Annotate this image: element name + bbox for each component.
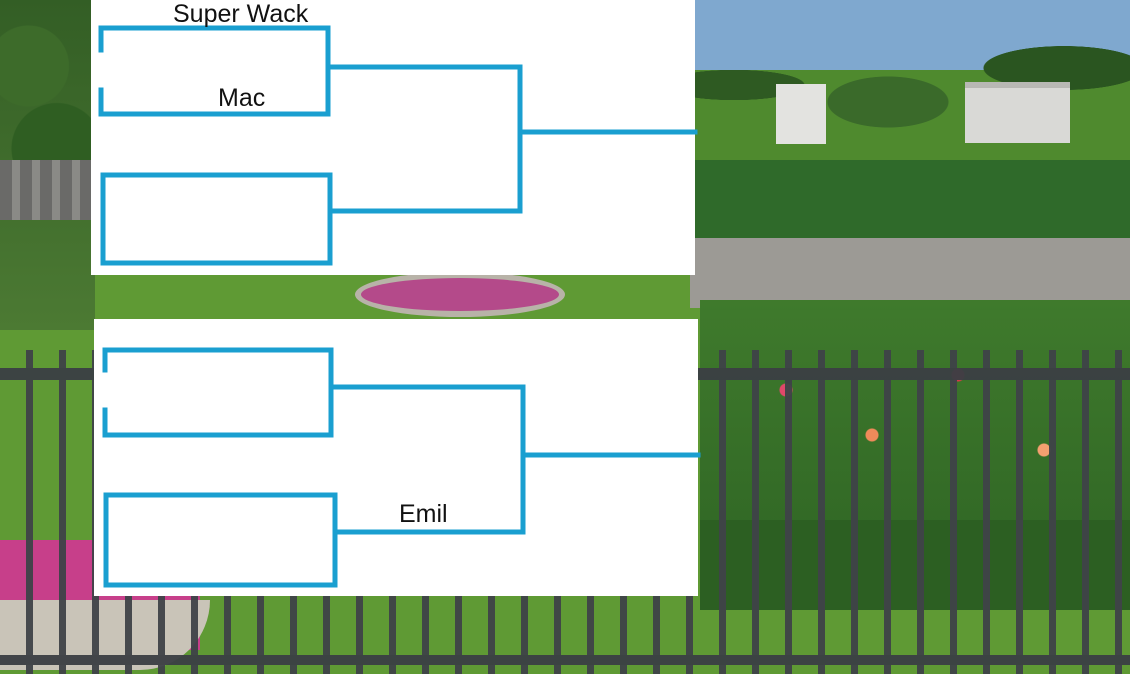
bracket-slot-top-1	[98, 25, 331, 117]
bracket-slot-bottom-2	[103, 492, 338, 588]
bracket-panel-top	[91, 0, 695, 275]
paved-path	[690, 238, 1130, 308]
bracket-slot-top-2	[100, 172, 333, 266]
building-small	[776, 84, 826, 144]
hedge-top	[690, 160, 1130, 240]
entrant-label-super-wack: Super Wack	[173, 0, 309, 28]
flowerbed-middle	[355, 272, 565, 317]
bracket-connector-bottom	[332, 384, 526, 535]
pergola	[0, 160, 95, 220]
bracket-connector-top	[327, 64, 523, 214]
entrant-label-emil: Emil	[399, 500, 448, 528]
building	[965, 82, 1070, 143]
entrant-label-mac: Mac	[218, 84, 266, 112]
bracket-strokes	[98, 25, 701, 588]
bracket-slot-bottom-1	[102, 347, 334, 438]
